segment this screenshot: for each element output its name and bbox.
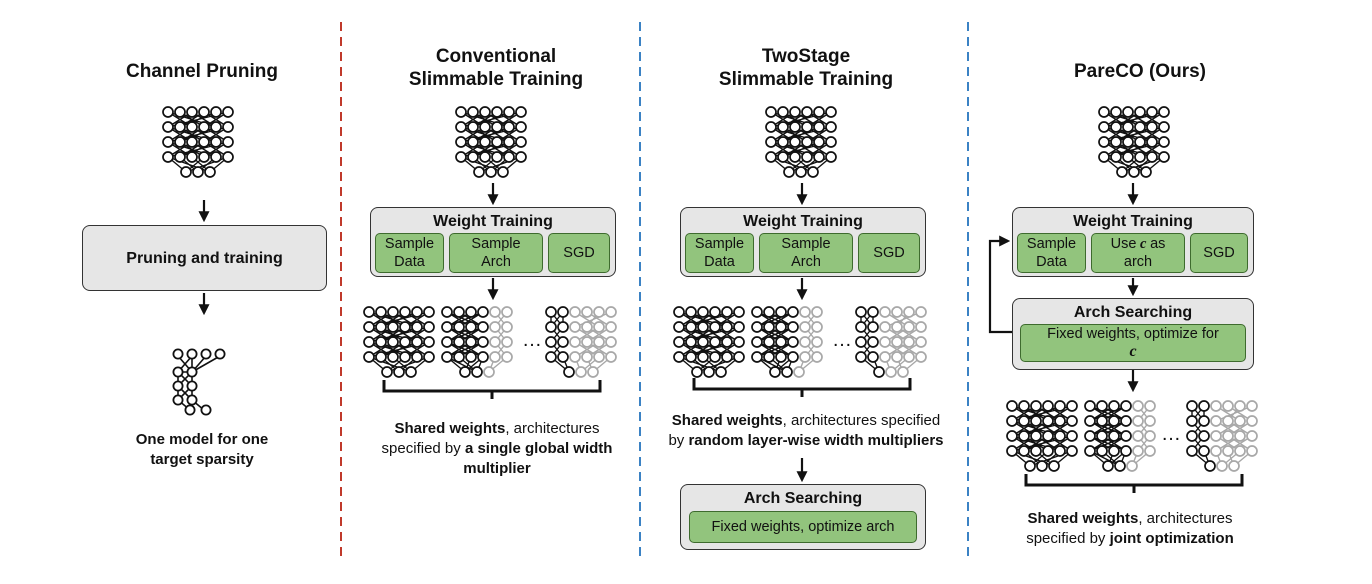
col4-ellipsis: … xyxy=(1161,423,1181,445)
col2-ellipsis: … xyxy=(522,329,542,351)
col3-ellipsis: … xyxy=(832,329,852,351)
col3-arch-searching-title: Arch Searching xyxy=(743,490,863,507)
col4-arch-searching-box: Arch Searching Fixed weights, optimize f… xyxy=(1012,298,1254,370)
col4-bracket xyxy=(1024,474,1244,493)
col2-caption: Shared weights, architectures specified … xyxy=(381,420,613,477)
col4-weight-training-title: Weight Training xyxy=(1073,213,1193,230)
col3-title: TwoStage Slimmable Training xyxy=(718,46,894,90)
col3-arch-searching-inner: Fixed weights, optimize arch xyxy=(689,511,917,543)
col4-use-c-cell: Use c as arch xyxy=(1091,233,1185,273)
col2-bracket xyxy=(382,380,602,399)
col4-title: PareCO (Ours) xyxy=(1074,61,1206,82)
col4-arch-searching-title: Arch Searching xyxy=(1073,304,1193,321)
col4-sgd-cell: SGD xyxy=(1190,233,1248,273)
col4-loop-arrow xyxy=(988,235,1012,334)
col4-networks: … xyxy=(1006,400,1258,472)
col2-networks: … xyxy=(363,306,617,378)
col4-arch-searching-inner: Fixed weights, optimize for c xyxy=(1020,324,1246,362)
col1-pruned-network-icon xyxy=(172,348,226,416)
col1-title: Channel Pruning xyxy=(126,61,278,82)
pruning-training-label: Pruning and training xyxy=(126,250,283,267)
col3-networks: … xyxy=(673,306,927,378)
col2-weight-training-title: Weight Training xyxy=(433,213,553,230)
col4-caption: Shared weights, architectures specified … xyxy=(1026,510,1234,547)
col1-caption: One model for one target sparsity xyxy=(135,431,269,468)
col3-arch-searching-box: Arch Searching Fixed weights, optimize a… xyxy=(680,484,926,550)
col3-sgd-cell: SGD xyxy=(858,233,920,273)
pruning-training-box: Pruning and training xyxy=(82,225,327,291)
col2-title: Conventional Slimmable Training xyxy=(408,46,584,90)
col2-sgd-cell: SGD xyxy=(548,233,610,273)
col3-caption: Shared weights, architectures specified … xyxy=(668,412,944,449)
col3-bracket xyxy=(692,378,912,397)
col3-weight-training-title: Weight Training xyxy=(743,213,863,230)
